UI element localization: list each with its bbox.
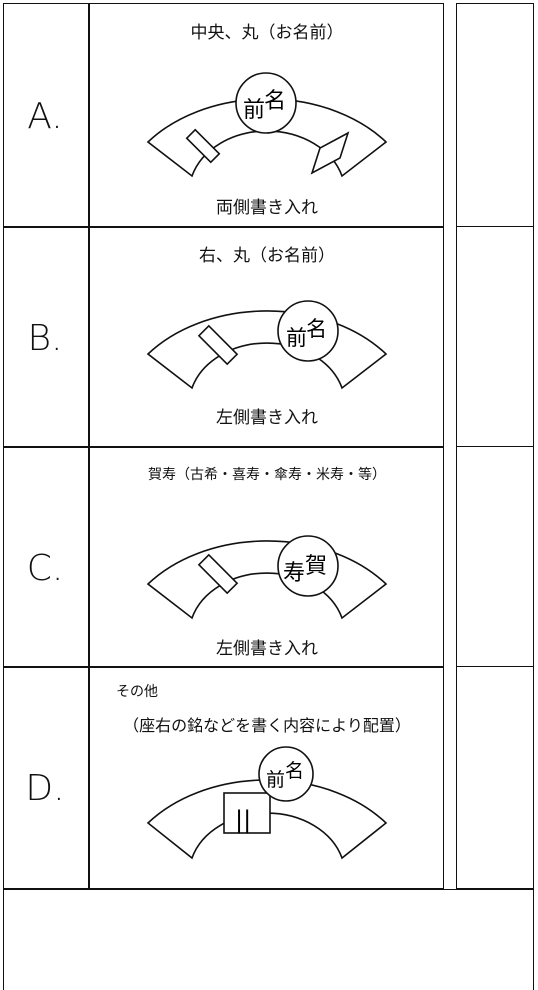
circle-text-1: 寿 xyxy=(283,561,305,586)
left-fan-stick-mark xyxy=(185,128,221,164)
row-divider-ab xyxy=(3,226,444,228)
circle-text-1: 前 xyxy=(286,326,307,350)
fan-shape xyxy=(146,98,388,178)
name-circle xyxy=(258,746,314,802)
inscription-box xyxy=(223,792,271,834)
fan-shape xyxy=(146,540,388,620)
row-d-title-line2: （座右の銘などを書く内容により配置） xyxy=(123,716,411,735)
side-cell-b xyxy=(456,226,534,447)
row-a-fan-diagram: 前 名 xyxy=(146,72,388,178)
circle-text-1: 前 xyxy=(243,98,265,123)
row-b-fan-diagram: 前 名 xyxy=(146,300,388,390)
side-cell-d xyxy=(456,666,534,889)
row-d-fan-diagram: || 前 名 xyxy=(146,746,388,860)
row-a-label: 両側書き入れ xyxy=(216,198,318,218)
right-fan-diamond-mark xyxy=(310,131,350,175)
left-fan-stick-mark xyxy=(197,324,239,366)
row-c-fan-diagram: 寿 賀 xyxy=(146,535,388,620)
circle-text-2: 名 xyxy=(306,317,327,341)
circle-text-2: 名 xyxy=(264,89,286,114)
row-d-title-line1: その他 xyxy=(116,684,158,700)
row-b-letter: B. xyxy=(27,318,63,359)
name-circle xyxy=(235,72,297,134)
row-divider-cd xyxy=(3,666,444,668)
circle-text-2: 賀 xyxy=(305,554,327,579)
left-fan-stick-mark xyxy=(197,553,239,595)
row-c-title: 賀寿（古希・喜寿・傘寿・米寿・等） xyxy=(148,467,386,483)
name-circle xyxy=(277,300,339,362)
circle-text-1: 前 xyxy=(266,769,285,791)
row-b-title: 右、丸（お名前） xyxy=(199,246,335,266)
row-d-letter: D. xyxy=(25,768,65,809)
row-a-letter: A. xyxy=(27,96,63,137)
circle-text-2: 名 xyxy=(285,760,304,782)
row-c-letter: C. xyxy=(26,548,64,589)
row-divider-bc xyxy=(3,446,444,448)
side-cell-a xyxy=(456,3,534,227)
box-text: || xyxy=(235,806,251,834)
fan-shape xyxy=(146,310,388,390)
row-c-label: 左側書き入れ xyxy=(216,639,318,659)
empty-bottom-cell xyxy=(3,889,534,990)
name-circle xyxy=(277,535,339,597)
side-cell-c xyxy=(456,446,534,667)
row-a-title: 中央、丸（お名前） xyxy=(190,23,344,43)
row-b-label: 左側書き入れ xyxy=(216,408,318,428)
